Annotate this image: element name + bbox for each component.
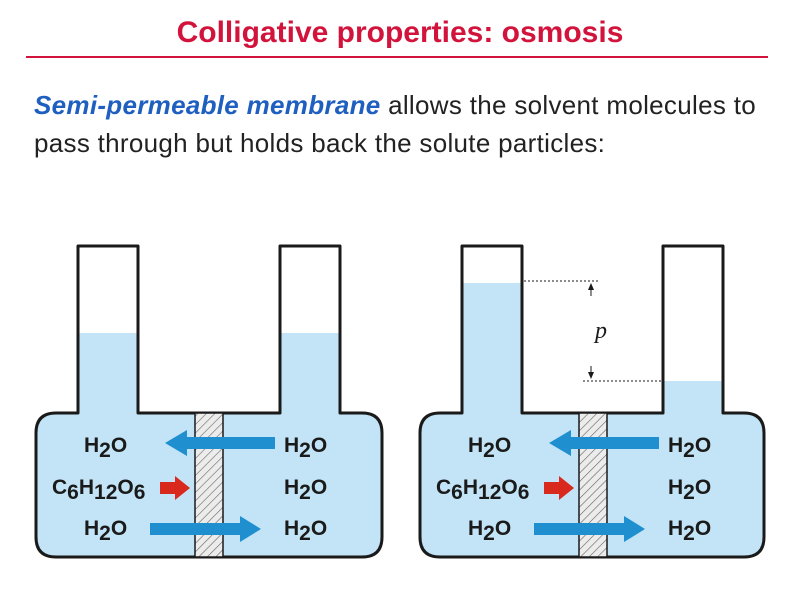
intro-text: allows the solvent molecules to pass thr… (34, 90, 756, 158)
label-left-water-bottom: H2O (468, 517, 511, 545)
pressure-symbol: p (593, 318, 607, 344)
u-tube-outline (418, 244, 766, 559)
semi-permeable-membrane (578, 412, 608, 558)
arrow-water-to-left (165, 430, 275, 456)
label-right-water-bottom: H2O (668, 517, 711, 545)
label-right-water-bottom: H2O (284, 517, 327, 545)
title-underline (26, 56, 768, 58)
label-right-water-top: H2O (668, 434, 711, 462)
arrow-water-to-right (150, 516, 261, 542)
label-left-water-top: H2O (468, 434, 511, 462)
u-tube-initial: H2O C6H12O6 H2O H2O H2O H2O (34, 244, 384, 559)
arrow-water-to-right (534, 516, 645, 542)
label-right-water-top: H2O (284, 434, 327, 462)
arrow-water-to-left (549, 430, 659, 456)
arrow-glucose-blocked (160, 476, 190, 500)
u-tube-outline (34, 244, 384, 559)
pressure-indicator: p (524, 280, 661, 382)
label-left-glucose: C6H12O6 (52, 476, 145, 504)
label-left-glucose: C6H12O6 (436, 476, 529, 504)
semi-permeable-membrane-term: Semi-permeable membrane (34, 90, 381, 120)
u-tube-equilibrium: p H2O C6H12O6 H2O H2O H2O H2O (418, 244, 766, 559)
label-left-water-top: H2O (84, 434, 127, 462)
semi-permeable-membrane (194, 412, 224, 558)
page-title: Colligative properties: osmosis (176, 16, 624, 49)
label-right-water-mid: H2O (284, 476, 327, 504)
label-left-water-bottom: H2O (84, 517, 127, 545)
arrow-glucose-blocked (544, 476, 574, 500)
label-right-water-mid: H2O (668, 476, 711, 504)
intro-paragraph: Semi-permeable membrane allows the solve… (34, 86, 756, 162)
